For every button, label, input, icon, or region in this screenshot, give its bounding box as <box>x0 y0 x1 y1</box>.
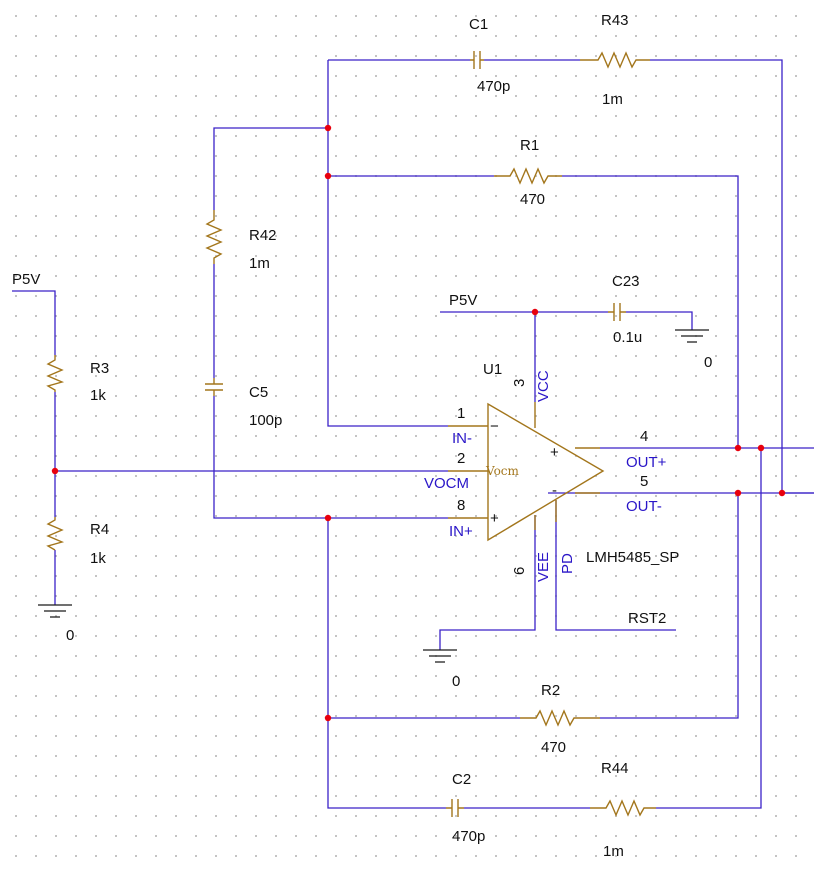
capacitor-c2[interactable]: C2 470p <box>446 771 485 845</box>
resistor-r3[interactable]: R3 1k <box>46 355 109 404</box>
ground-label: 0 <box>452 673 460 690</box>
resistor-r1[interactable]: R1 470 <box>494 137 562 208</box>
resistor-ref: R2 <box>541 682 560 699</box>
opamp-ref: U1 <box>483 361 502 378</box>
resistor-ref: R44 <box>601 760 629 777</box>
resistor-value: 1m <box>602 91 623 108</box>
capacitor-value: 0.1u <box>613 329 642 346</box>
capacitor-ref: C2 <box>452 771 471 788</box>
output-minus-sign: - <box>552 482 557 499</box>
resistor-r43[interactable]: R43 1m <box>580 12 650 108</box>
ground-label: 0 <box>704 354 712 371</box>
junction-dot <box>531 308 539 316</box>
pin-name-in-plus: IN+ <box>449 523 473 540</box>
opamp-center-label: Vocm <box>485 464 520 478</box>
net-label-p5v-left: P5V <box>12 271 40 288</box>
pin-name-vee: VEE <box>535 552 552 582</box>
pin-number-out-plus: 4 <box>640 428 648 445</box>
pin-name-in-minus: IN- <box>452 430 472 447</box>
pin-name-vocm: VOCM <box>424 475 469 492</box>
capacitor-c1[interactable]: C1 470p <box>469 16 510 95</box>
pin-name-pd: PD <box>559 553 576 574</box>
pin-number-out-minus: 5 <box>640 473 648 490</box>
input-minus-sign: − <box>490 418 499 435</box>
resistor-ref: R1 <box>520 137 539 154</box>
junction-dot <box>324 124 332 132</box>
junction-dot <box>324 514 332 522</box>
opamp-u1[interactable]: U1 LMH5485_SP Vocm − + + - 1 2 8 4 5 3 6… <box>424 361 679 582</box>
pin-number-vocm: 2 <box>457 450 465 467</box>
ground-icon: 0 <box>38 604 74 644</box>
capacitor-ref: C1 <box>469 16 488 33</box>
resistor-r42[interactable]: R42 1m <box>205 210 277 272</box>
resistor-r2[interactable]: R2 470 <box>520 682 600 756</box>
resistor-ref: R4 <box>90 521 109 538</box>
pin-number-vcc: 3 <box>511 379 528 387</box>
wires <box>12 59 814 809</box>
resistor-ref: R43 <box>601 12 629 29</box>
capacitor-value: 470p <box>452 828 485 845</box>
junction-dot <box>324 172 332 180</box>
resistor-r44[interactable]: R44 1m <box>590 760 656 860</box>
capacitor-c5[interactable]: C5 100p <box>205 378 282 429</box>
resistor-value: 1k <box>90 550 106 567</box>
resistor-value: 1m <box>249 255 270 272</box>
output-plus-sign: + <box>550 444 559 461</box>
resistor-value: 470 <box>520 191 545 208</box>
junction-dot <box>778 489 786 497</box>
resistor-value: 1k <box>90 387 106 404</box>
capacitor-ref: C5 <box>249 384 268 401</box>
ground-icon: 0 <box>423 649 460 690</box>
ground-label: 0 <box>66 627 74 644</box>
resistor-ref: R42 <box>249 227 277 244</box>
junctions <box>51 124 786 722</box>
junction-dot <box>51 467 59 475</box>
junction-dot <box>734 489 742 497</box>
ground-icon: 0 <box>675 329 712 371</box>
capacitor-value: 100p <box>249 412 282 429</box>
net-label-p5v-top: P5V <box>449 292 477 309</box>
opamp-part: LMH5485_SP <box>586 549 679 566</box>
opamp-triangle <box>487 402 605 542</box>
pin-name-out-plus: OUT+ <box>626 454 667 471</box>
capacitor-c23[interactable]: C23 0.1u <box>608 273 642 346</box>
resistor-value: 1m <box>603 843 624 860</box>
junction-dot <box>757 444 765 452</box>
capacitor-ref: C23 <box>612 273 640 290</box>
resistor-ref: R3 <box>90 360 109 377</box>
resistor-value: 470 <box>541 739 566 756</box>
pin-name-vcc: VCC <box>535 370 552 402</box>
pin-number-vee: 6 <box>511 567 528 575</box>
pin-number-in-minus: 1 <box>457 405 465 422</box>
input-plus-sign: + <box>490 510 499 527</box>
pin-number-in-plus: 8 <box>457 497 465 514</box>
junction-dot <box>324 714 332 722</box>
resistor-r4[interactable]: R4 1k <box>46 517 109 567</box>
net-label-rst2: RST2 <box>628 610 666 627</box>
junction-dot <box>734 444 742 452</box>
pin-name-out-minus: OUT- <box>626 498 662 515</box>
capacitor-value: 470p <box>477 78 510 95</box>
